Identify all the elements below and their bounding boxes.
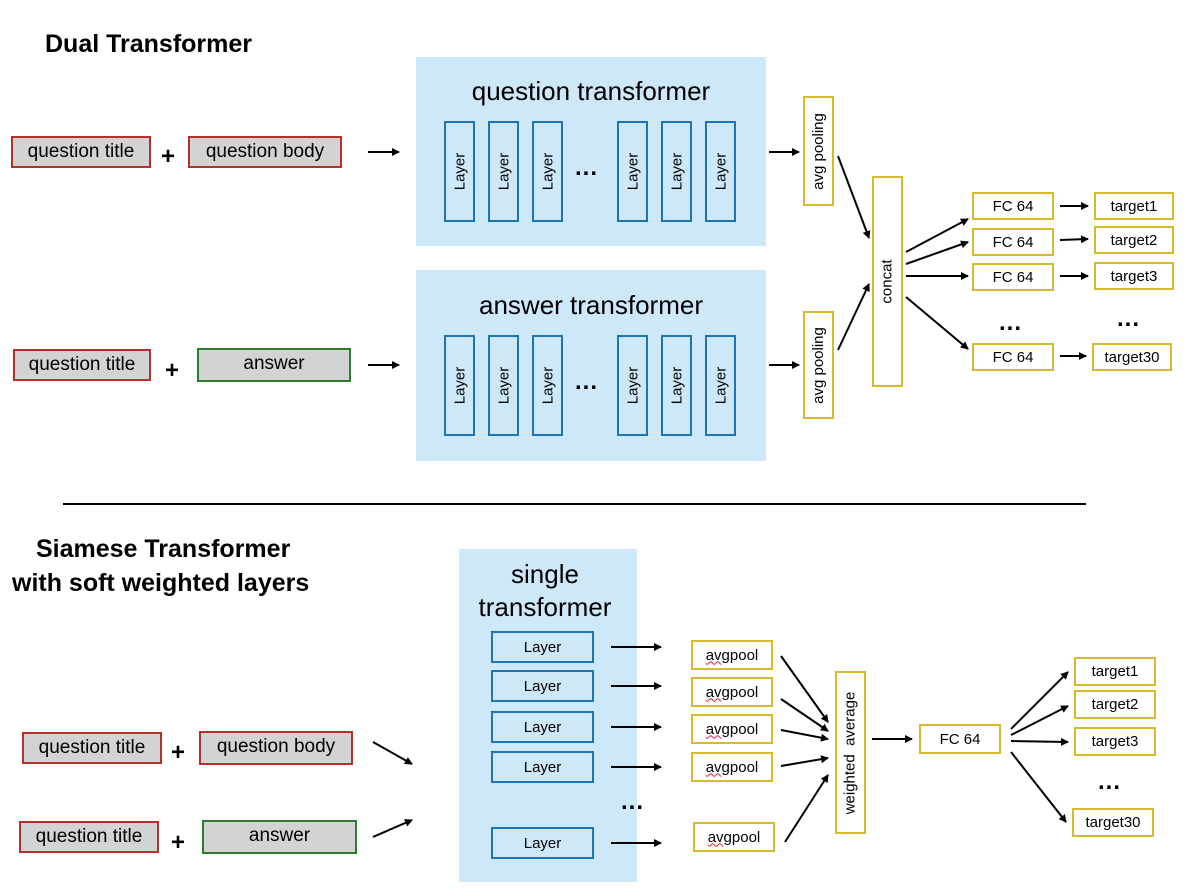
arrow bbox=[372, 741, 413, 765]
transformer-layer: Layer bbox=[444, 335, 475, 436]
target-ellipsis: ... bbox=[1117, 305, 1141, 332]
pool-word: pool bbox=[729, 683, 759, 701]
avg-pool-box: avg pool bbox=[691, 714, 773, 744]
pool-word: pool bbox=[729, 646, 759, 664]
pool-word: pool bbox=[731, 828, 761, 846]
fc64-box: FC 64 bbox=[972, 343, 1054, 371]
plus-sign: + bbox=[171, 739, 186, 766]
layers-ellipsis: ... bbox=[621, 788, 645, 815]
dual-transformer-heading: Dual Transformer bbox=[45, 30, 253, 58]
transformer-layer: Layer bbox=[705, 335, 736, 436]
transformer-layer: Layer bbox=[488, 335, 519, 436]
pool-word: pool bbox=[729, 720, 759, 738]
transformer-layer: Layer bbox=[532, 335, 563, 436]
transformer-layer: Layer bbox=[617, 335, 648, 436]
avg-pooling-box: avg pooling bbox=[803, 311, 834, 419]
target-box: target2 bbox=[1094, 226, 1174, 254]
target-box: target2 bbox=[1074, 690, 1156, 719]
arrow bbox=[905, 296, 969, 350]
question-title-input: question title bbox=[11, 136, 151, 168]
section-divider bbox=[63, 503, 1086, 505]
question-title-input: question title bbox=[13, 349, 151, 381]
pool-word: pool bbox=[729, 758, 759, 776]
transformer-layer: Layer bbox=[491, 751, 594, 783]
fc64-box: FC 64 bbox=[972, 263, 1054, 291]
layers-ellipsis: ... bbox=[575, 368, 599, 395]
question-title-input: question title bbox=[22, 732, 162, 764]
arrow bbox=[1010, 705, 1069, 736]
arrow bbox=[1010, 751, 1067, 823]
arrow bbox=[1010, 671, 1069, 730]
concat-box: concat bbox=[872, 176, 903, 387]
transformer-layer: Layer bbox=[491, 670, 594, 702]
weighted-average-box: weighted average bbox=[835, 671, 866, 834]
arrow bbox=[784, 774, 829, 843]
target-box: target1 bbox=[1074, 657, 1156, 686]
arrow bbox=[780, 698, 829, 732]
question-title-input: question title bbox=[19, 821, 159, 853]
transformer-layer: Layer bbox=[491, 711, 594, 743]
transformer-layer: Layer bbox=[491, 827, 594, 859]
target-box: target30 bbox=[1092, 343, 1172, 371]
siamese-heading-line1: Siamese Transformer bbox=[36, 535, 291, 563]
avg-word: avg bbox=[705, 646, 730, 664]
answer-input: answer bbox=[197, 348, 351, 382]
arrow bbox=[780, 729, 829, 742]
fc-ellipsis: ... bbox=[999, 309, 1023, 336]
question-body-input: question body bbox=[199, 731, 353, 765]
question-transformer-title: question transformer bbox=[471, 76, 711, 106]
transformer-layer: Layer bbox=[705, 121, 736, 222]
plus-sign: + bbox=[161, 143, 176, 170]
fc64-box: FC 64 bbox=[919, 724, 1001, 754]
arrow bbox=[905, 218, 969, 253]
avg-word: avg bbox=[705, 720, 730, 738]
avg-word: avg bbox=[705, 683, 730, 701]
arrow bbox=[837, 155, 871, 239]
arrow bbox=[780, 655, 829, 723]
transformer-layer: Layer bbox=[661, 121, 692, 222]
fc64-box: FC 64 bbox=[972, 192, 1054, 220]
fc64-box: FC 64 bbox=[972, 228, 1054, 256]
arrow bbox=[905, 240, 969, 265]
siamese-heading-line2: with soft weighted layers bbox=[12, 569, 310, 597]
question-body-input: question body bbox=[188, 136, 342, 168]
transformer-layer: Layer bbox=[444, 121, 475, 222]
transformer-layer: Layer bbox=[491, 631, 594, 663]
target-box: target30 bbox=[1072, 808, 1154, 837]
transformer-layer: Layer bbox=[532, 121, 563, 222]
plus-sign: + bbox=[171, 829, 186, 856]
arrow bbox=[780, 755, 829, 767]
target-box: target3 bbox=[1094, 262, 1174, 290]
arrow bbox=[1010, 737, 1069, 746]
plus-sign: + bbox=[165, 357, 180, 384]
avg-pool-box: avg pool bbox=[691, 752, 773, 782]
target-box: target3 bbox=[1074, 727, 1156, 756]
avg-pool-box: avg pool bbox=[691, 677, 773, 707]
single-transformer-title-line2: transformer bbox=[478, 592, 612, 622]
avg-word: avg bbox=[705, 758, 730, 776]
arrow bbox=[372, 819, 413, 838]
transformer-layer: Layer bbox=[617, 121, 648, 222]
target-ellipsis: ... bbox=[1098, 768, 1122, 795]
transformer-layer: Layer bbox=[661, 335, 692, 436]
avg-pool-box: avg pool bbox=[693, 822, 775, 852]
answer-transformer-title: answer transformer bbox=[479, 290, 703, 320]
arrow bbox=[837, 283, 870, 351]
avg-word: avg bbox=[707, 828, 732, 846]
avg-pool-box: avg pool bbox=[691, 640, 773, 670]
transformer-layer: Layer bbox=[488, 121, 519, 222]
arrow bbox=[1059, 235, 1089, 244]
layers-ellipsis: ... bbox=[575, 154, 599, 181]
avg-pooling-box: avg pooling bbox=[803, 96, 834, 206]
answer-input: answer bbox=[202, 820, 357, 854]
target-box: target1 bbox=[1094, 192, 1174, 220]
single-transformer-title-line1: single bbox=[511, 559, 579, 589]
